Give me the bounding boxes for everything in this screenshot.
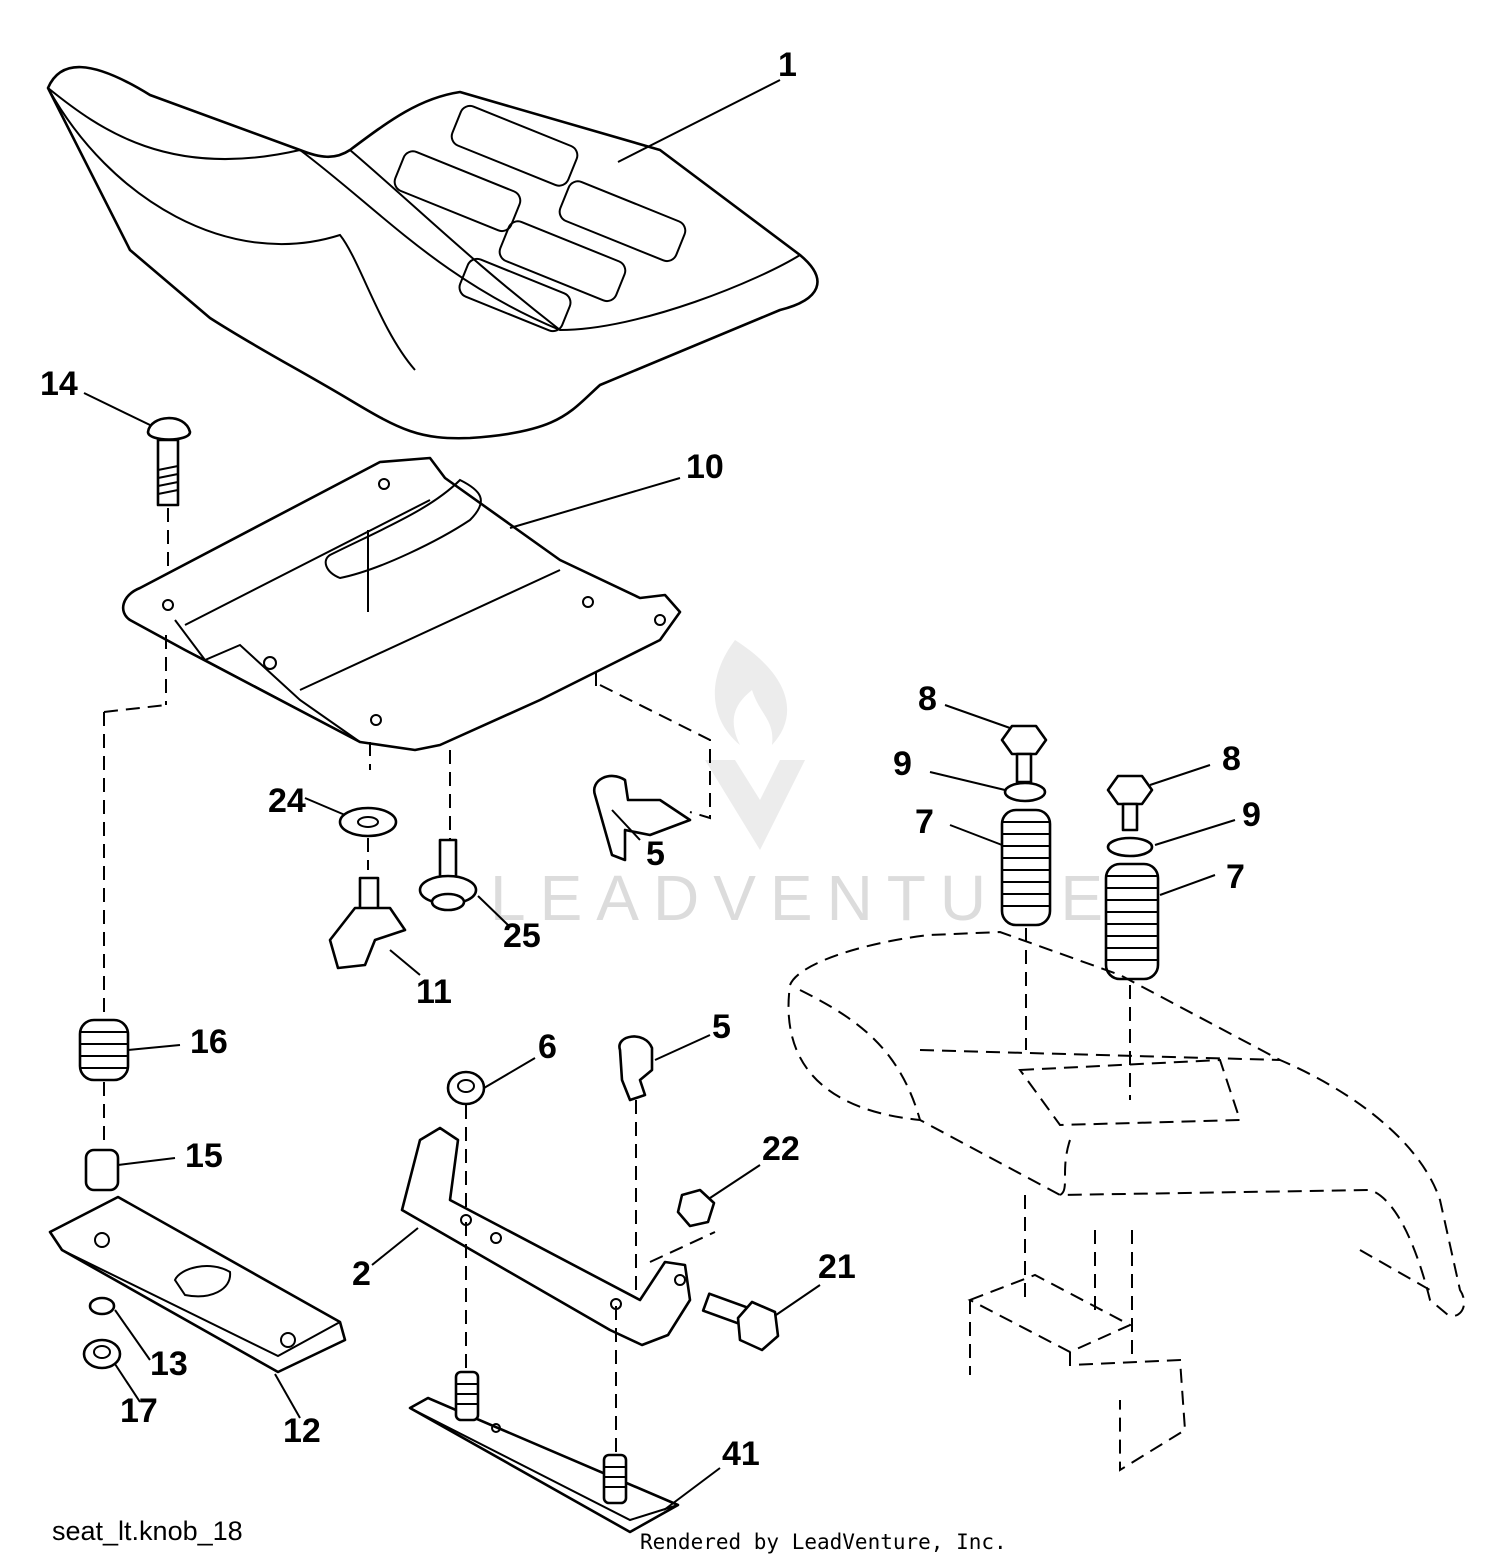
- spacer-part-15: [84, 1148, 120, 1192]
- callout-7-left: 7: [915, 803, 934, 841]
- spring-part-16: [78, 704, 167, 1145]
- callout-2: 2: [352, 1255, 371, 1293]
- fender-reference: [787, 930, 1466, 1472]
- flange-nut-part-13: [88, 1296, 116, 1316]
- spring-part-7-left: [1000, 808, 1052, 1050]
- callout-1: 1: [778, 46, 797, 84]
- seat-cushion-part-1: [46, 65, 819, 440]
- callout-labels: 1 14 10 24 5 25 11 8 9 7 8 9 7 16 15 6 5…: [40, 46, 1261, 1473]
- base-plate-part-41: [408, 1370, 680, 1534]
- callout-8-right: 8: [1222, 740, 1241, 778]
- washer-part-24: [338, 806, 398, 870]
- callout-25: 25: [503, 917, 541, 955]
- callout-10: 10: [686, 448, 724, 486]
- knob-part-11: [328, 876, 407, 970]
- callout-13: 13: [150, 1345, 188, 1383]
- callout-12: 12: [283, 1412, 321, 1450]
- callout-24: 24: [268, 782, 306, 820]
- callout-21: 21: [818, 1248, 856, 1286]
- bracket-part-2: [400, 1126, 716, 1455]
- callout-9-right: 9: [1242, 796, 1261, 834]
- callout-16: 16: [190, 1023, 228, 1061]
- spring-part-7-right: [1104, 862, 1160, 1100]
- callout-5-upper: 5: [646, 835, 665, 873]
- render-credit: Rendered by LeadVenture, Inc.: [640, 1530, 1007, 1554]
- seat-pan-part-10: [121, 456, 682, 840]
- leader-lines: [83, 79, 1236, 1511]
- carriage-bolt-part-14: [146, 416, 192, 600]
- washer-part-9-right: [1106, 836, 1154, 858]
- lock-nut-part-17: [82, 1338, 122, 1370]
- callout-9-left: 9: [893, 745, 912, 783]
- callout-22: 22: [762, 1130, 800, 1168]
- callout-11: 11: [416, 973, 452, 1011]
- callout-7-right: 7: [1226, 858, 1245, 896]
- nut-part-22: [676, 1188, 716, 1228]
- shoulder-bolt-part-25: [418, 838, 478, 912]
- callout-8-left: 8: [918, 680, 937, 718]
- hex-bolt-part-8-left: [1000, 724, 1048, 784]
- hex-bolt-part-8-right: [1106, 774, 1154, 832]
- diagram-filename: seat_lt.knob_18: [52, 1516, 243, 1546]
- callout-15: 15: [185, 1137, 223, 1175]
- callout-41: 41: [722, 1435, 760, 1473]
- callout-5-lower: 5: [712, 1008, 731, 1046]
- plate-part-12: [48, 1195, 347, 1374]
- callout-17: 17: [120, 1392, 158, 1430]
- washer-part-9-left: [1003, 781, 1047, 803]
- clip-part-5-upper: [592, 684, 711, 862]
- clip-part-5-lower: [618, 1035, 654, 1295]
- callout-6: 6: [538, 1028, 557, 1066]
- callout-14: 14: [40, 365, 78, 403]
- nut-part-6: [446, 1070, 486, 1215]
- bolt-part-21: [701, 1292, 780, 1352]
